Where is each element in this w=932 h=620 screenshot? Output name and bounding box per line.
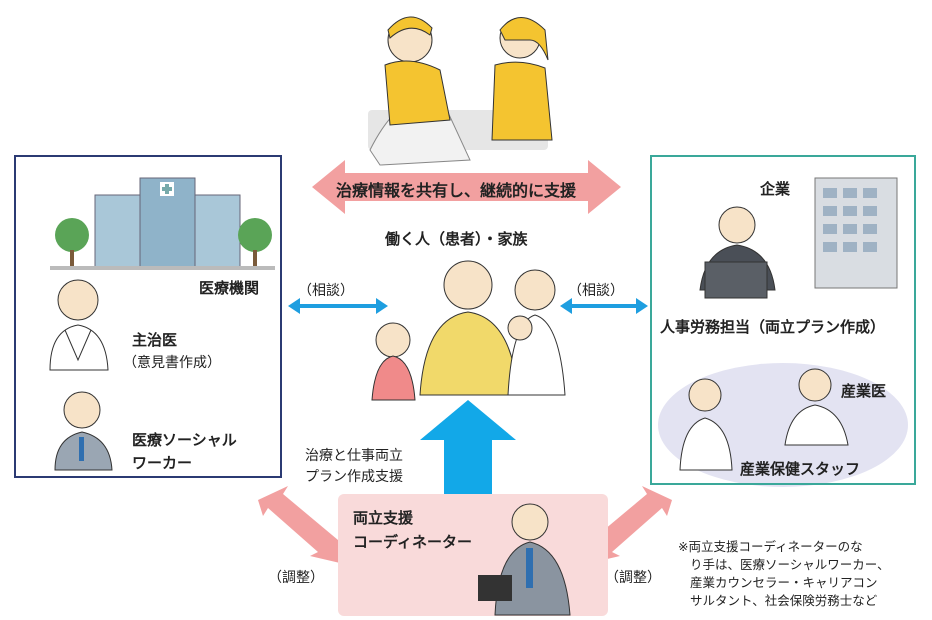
coordinator-label-line2: コーディネーター [353, 533, 472, 551]
worker-family-title: 働く人（患者）・家族 [385, 230, 528, 248]
occupational-doctor-label: 産業医 [841, 382, 887, 400]
msw-label-line1: 医療ソーシャル [132, 431, 237, 449]
woman-body [491, 61, 553, 141]
health-staff-label: 産業保健スタッフ [740, 460, 861, 478]
adjust-right-label: （調整） [605, 570, 661, 586]
man-hair [387, 16, 433, 39]
tree-right [238, 218, 272, 252]
support-up-arrow [420, 400, 516, 494]
consult-arrow-right [560, 298, 648, 314]
msw-label-line2: ワーカー [132, 454, 193, 472]
medical-institution-box [14, 155, 282, 478]
note-line2: り手は、医療ソーシャルワーカー、 [690, 557, 890, 572]
company-building-illustration [814, 177, 898, 289]
note-line1: ※両立支援コーディネーターのな [678, 539, 863, 554]
man-body [384, 60, 451, 126]
consult-left-label: （相談） [298, 283, 354, 299]
medical-institution-title: 医療機関 [199, 279, 260, 297]
doctor-illustration [49, 279, 109, 371]
hr-staff-illustration [699, 206, 776, 299]
note-line4: サルタント、社会保険労務士など [690, 593, 878, 608]
share-info-double-arrow [312, 160, 621, 214]
occupational-doctor-illustration [784, 368, 849, 446]
social-worker-illustration [54, 391, 113, 471]
support-label-line2: プラン作成支援 [305, 469, 403, 485]
coordinator-label-line1: 両立支援 [353, 509, 414, 527]
consult-right-label: （相談） [568, 283, 624, 299]
doctor-label: 主治医 [132, 331, 178, 349]
family-illustration [371, 260, 566, 401]
nurse-illustration [679, 378, 733, 471]
tree-left [55, 218, 89, 252]
doctor-role-label: （意見書作成） [123, 355, 221, 371]
hr-label: 人事労務担当（両立プラン作成） [660, 318, 886, 336]
company-box [650, 155, 916, 485]
woman-hair [499, 17, 549, 61]
company-title: 企業 [760, 180, 791, 198]
adjust-left-label: （調整） [268, 570, 324, 586]
support-label-line1: 治療と仕事両立 [305, 448, 403, 464]
share-info-banner-text: 治療情報を共有し、継続的に支援 [336, 181, 577, 200]
consultation-scene-illustration [368, 16, 553, 166]
consult-arrow-left [288, 298, 388, 314]
adjust-arrow-left [258, 486, 343, 563]
hospital-building-illustration [50, 177, 275, 270]
adjust-arrow-right [587, 486, 672, 563]
note-line3: 産業カウンセラー・キャリアコン [690, 575, 878, 590]
